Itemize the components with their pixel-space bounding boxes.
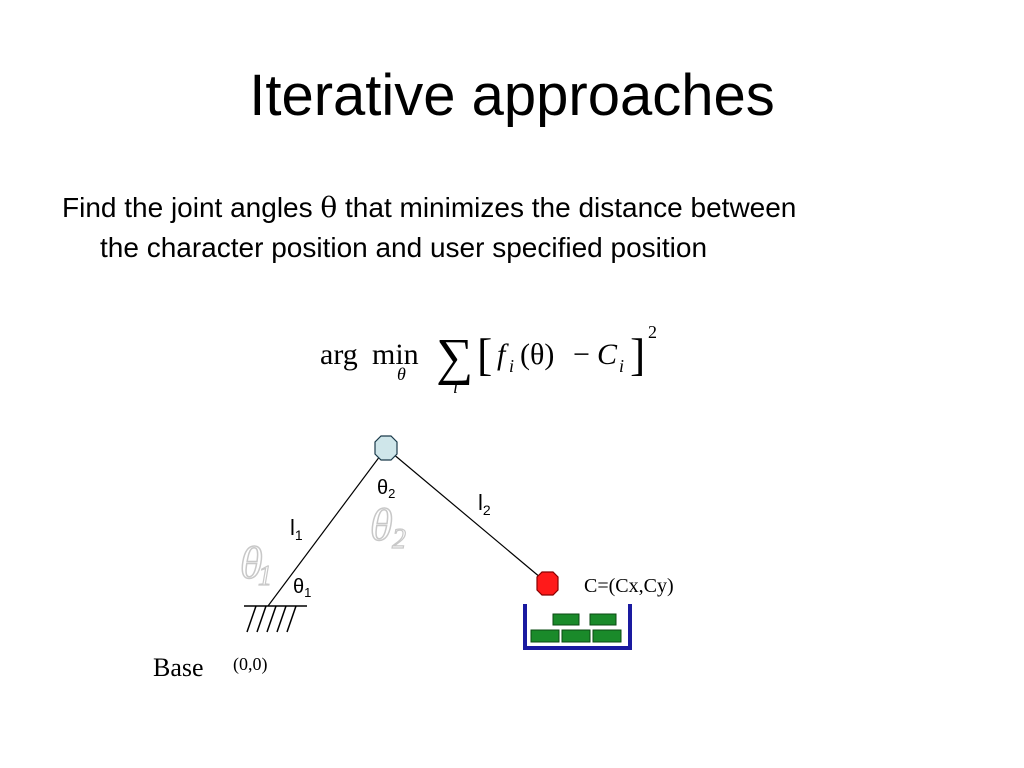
bullet-theta: θ xyxy=(320,191,338,224)
formula-rbracket: ] xyxy=(630,329,645,380)
bullet-post: that minimizes the distance between xyxy=(337,192,797,223)
target-node xyxy=(536,571,559,596)
formula-exp: 2 xyxy=(648,322,657,342)
svg-text:θ: θ xyxy=(370,499,393,550)
formula-c-sub: i xyxy=(619,356,624,376)
theta2-label: θ2 xyxy=(377,477,395,501)
svg-text:θ: θ xyxy=(240,537,263,588)
l1-label: l1 xyxy=(290,515,303,543)
theta2-ghost: θ 2 xyxy=(369,498,406,555)
bullet-line2: the character position and user specifie… xyxy=(100,232,708,263)
origin-label: (0,0) xyxy=(233,654,268,675)
link-1 xyxy=(267,447,387,607)
formula-f: f xyxy=(497,338,509,371)
formula: arg min θ ∑ i [ f i (θ) − C i ] 2 xyxy=(320,322,657,397)
joint-node xyxy=(374,435,398,461)
bullet-text: Find the joint angles θ that minimizes t… xyxy=(62,188,992,268)
link-2 xyxy=(385,447,548,584)
formula-arg: arg xyxy=(320,338,358,371)
slide-title: Iterative approaches xyxy=(249,63,775,128)
svg-text:2: 2 xyxy=(392,524,406,555)
formula-lbracket: [ xyxy=(477,329,492,380)
formula-minus: − xyxy=(573,338,590,371)
formula-c: C xyxy=(597,338,618,371)
theta1-ghost: θ 1 xyxy=(239,536,272,592)
formula-min: min xyxy=(372,338,419,371)
base-label: Base xyxy=(153,653,204,682)
formula-min-sub: θ xyxy=(397,364,406,384)
svg-text:1: 1 xyxy=(258,561,272,592)
brick-basket xyxy=(523,604,632,650)
base-hatch xyxy=(244,605,307,633)
formula-sum-sub: i xyxy=(453,377,458,397)
theta1-label: θ1 xyxy=(293,576,311,600)
bullet-pre: Find the joint angles xyxy=(62,192,321,223)
formula-f-sub: i xyxy=(509,356,514,376)
l2-label: l2 xyxy=(478,490,491,518)
target-label: C=(Cx,Cy) xyxy=(584,575,674,597)
formula-sum: ∑ xyxy=(436,329,473,386)
formula-theta-arg: (θ) xyxy=(520,338,554,371)
